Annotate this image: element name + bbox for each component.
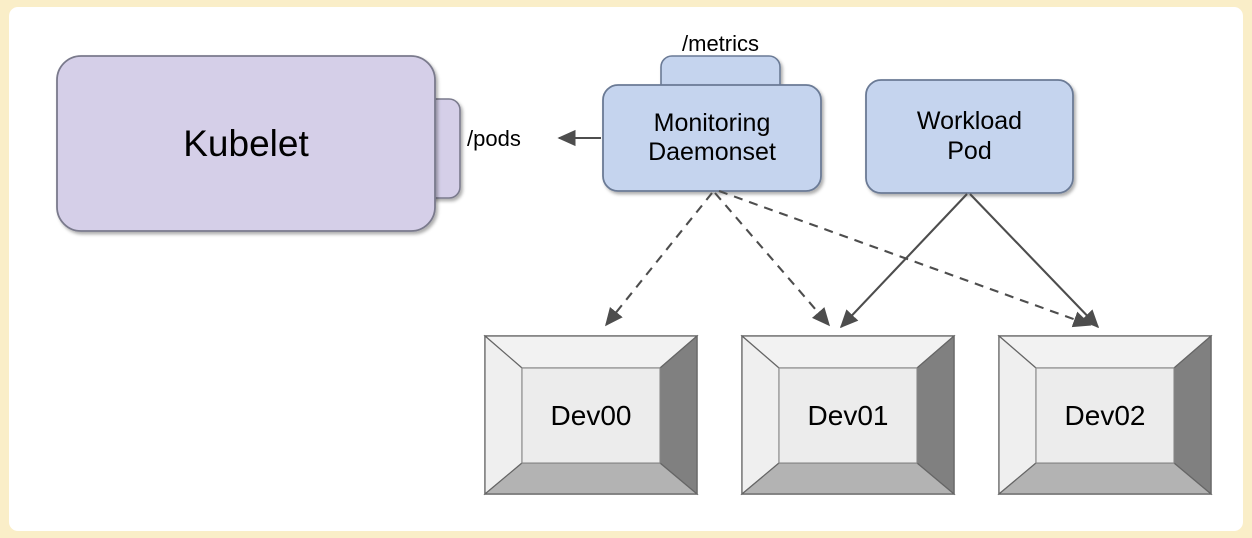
diagram-shapes-layer	[56, 55, 1213, 496]
device-box-dev01[interactable]	[740, 334, 956, 496]
edge-daemonset-to-dev00	[605, 192, 713, 327]
diagram-canvas: Kubelet /pods /metrics Monitoring Daemon…	[9, 7, 1243, 531]
edge-workloadpod-to-dev02	[969, 193, 1100, 329]
device-box-dev02[interactable]	[997, 334, 1213, 496]
device-box-dev00[interactable]	[483, 334, 699, 496]
edge-daemonset-to-dev01	[714, 192, 831, 327]
kubelet-node[interactable]	[56, 55, 436, 232]
monitoring-daemonset-node[interactable]	[602, 84, 822, 192]
edge-workloadpod-to-dev01	[839, 193, 968, 329]
edge-daemonset-to-dev02	[718, 190, 1092, 328]
workload-pod-node[interactable]	[865, 79, 1074, 194]
